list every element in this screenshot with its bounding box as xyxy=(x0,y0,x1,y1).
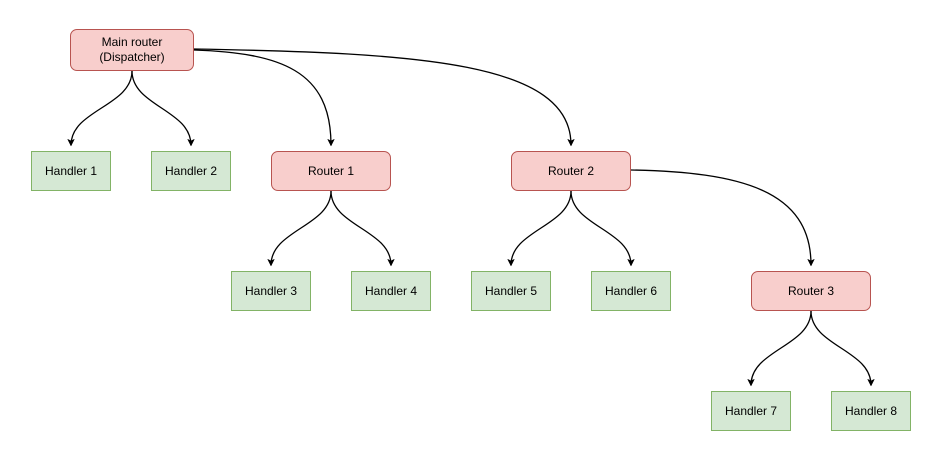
node-handler-6[interactable]: Handler 6 xyxy=(591,271,671,311)
edge-router-2-to-handler-6 xyxy=(570,190,635,267)
edge-main-router-to-handler-2 xyxy=(131,70,195,147)
edge-router-1-to-handler-3 xyxy=(267,190,332,267)
edge-main-router-to-handler-1 xyxy=(67,70,133,147)
node-handler-3[interactable]: Handler 3 xyxy=(231,271,311,311)
edge-router-3-to-handler-7 xyxy=(747,310,812,387)
node-main-router-label: Main router (Dispatcher) xyxy=(99,35,165,64)
node-router-2-label: Router 2 xyxy=(547,163,595,178)
node-handler-2[interactable]: Handler 2 xyxy=(151,151,231,191)
node-router-2[interactable]: Router 2 xyxy=(511,151,631,191)
node-router-3-label: Router 3 xyxy=(787,283,835,298)
node-handler-1-label: Handler 1 xyxy=(44,163,98,178)
node-router-1-label: Router 1 xyxy=(307,163,355,178)
node-handler-8-label: Handler 8 xyxy=(844,403,898,418)
node-handler-5[interactable]: Handler 5 xyxy=(471,271,551,311)
edge-main-router-to-router-2 xyxy=(193,48,575,147)
edge-main-router-to-router-1 xyxy=(193,49,335,147)
node-handler-7[interactable]: Handler 7 xyxy=(711,391,791,431)
node-handler-4[interactable]: Handler 4 xyxy=(351,271,431,311)
node-handler-7-label: Handler 7 xyxy=(724,403,778,418)
node-router-1[interactable]: Router 1 xyxy=(271,151,391,191)
node-handler-1[interactable]: Handler 1 xyxy=(31,151,111,191)
node-handler-3-label: Handler 3 xyxy=(244,283,298,298)
node-router-3[interactable]: Router 3 xyxy=(751,271,871,311)
edge-router-2-to-router-3 xyxy=(630,169,815,267)
node-handler-2-label: Handler 2 xyxy=(164,163,218,178)
node-handler-4-label: Handler 4 xyxy=(364,283,418,298)
node-handler-5-label: Handler 5 xyxy=(484,283,538,298)
node-main-router[interactable]: Main router (Dispatcher) xyxy=(70,29,194,71)
node-handler-6-label: Handler 6 xyxy=(604,283,658,298)
edge-router-1-to-handler-4 xyxy=(330,190,395,267)
edge-router-2-to-handler-5 xyxy=(507,190,572,267)
edge-router-3-to-handler-8 xyxy=(810,310,875,387)
node-handler-8[interactable]: Handler 8 xyxy=(831,391,911,431)
